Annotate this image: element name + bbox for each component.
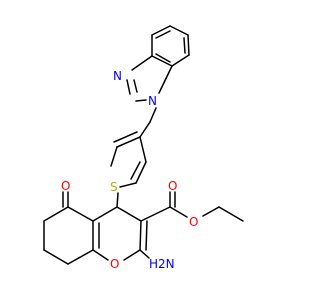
structure-diagram: N N S O O O O H2N <box>43 25 244 271</box>
atom-o-pyran: O <box>110 257 119 271</box>
atom-o-ketone: O <box>61 179 70 193</box>
bond-thiophene-c4 <box>116 192 119 208</box>
atom-n-imidazole-right: N <box>148 94 157 108</box>
molecule-canvas: N N S O O O O H2N <box>43 25 244 271</box>
atom-s-thiophene: S <box>110 180 118 194</box>
atom-o-ester-ether: O <box>189 215 198 229</box>
ester-group <box>140 191 244 222</box>
cyclohexanone-ring <box>43 191 94 265</box>
atom-nh2-amine: H2N <box>149 257 175 271</box>
bond-c2-nh2 <box>139 249 150 259</box>
thiophene-ring <box>110 131 147 188</box>
bond-n-ch2 <box>149 107 157 123</box>
bond-ch2-thiophene <box>139 121 151 138</box>
atom-n-imidazole-left: N <box>113 69 122 83</box>
pyran-ring <box>92 206 148 261</box>
atom-o-ester-carbonyl: O <box>168 179 177 193</box>
imidazole-ring <box>126 55 173 102</box>
benzene-ring <box>151 25 190 67</box>
